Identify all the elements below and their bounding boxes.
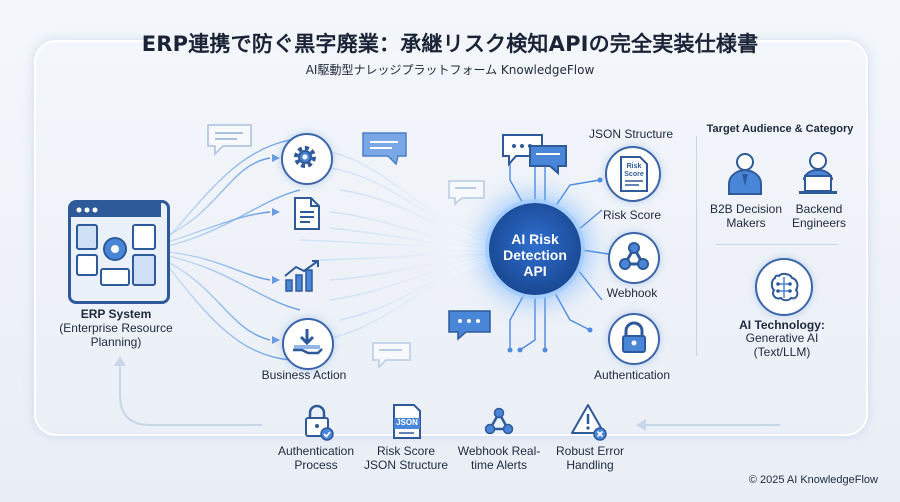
audience-b2b: B2B Decision Makers bbox=[709, 202, 783, 230]
chart-icon bbox=[284, 260, 319, 292]
document-icon bbox=[294, 197, 320, 230]
webhook-label: Webhook bbox=[606, 286, 658, 300]
json-document-icon bbox=[393, 404, 421, 439]
erp-window-icon bbox=[68, 200, 170, 304]
lock-icon bbox=[608, 313, 660, 365]
lock-check-icon bbox=[305, 404, 334, 441]
json-badge-text: JSON bbox=[396, 418, 418, 427]
risk-score-document-icon: Risk Score bbox=[605, 146, 661, 202]
core-line-1: AI Risk bbox=[511, 231, 559, 247]
bottom-error-label: Robust Error Handling bbox=[555, 444, 625, 472]
webhook-icon bbox=[484, 407, 514, 435]
page-subtitle: AI駆動型ナレッジプラットフォーム KnowledgeFlow bbox=[305, 63, 595, 77]
chat-bubble-icon bbox=[362, 132, 407, 166]
chat-bubble-icon bbox=[448, 180, 485, 206]
erp-title: ERP System bbox=[80, 307, 152, 321]
hand-arrow-icon bbox=[282, 318, 334, 370]
panel-divider-vertical bbox=[696, 136, 697, 356]
bottom-webhook-label: Webhook Real-time Alerts bbox=[457, 444, 541, 472]
core-line-3: API bbox=[523, 263, 547, 279]
warning-icon bbox=[571, 404, 607, 441]
json-structure-label: JSON Structure bbox=[588, 127, 674, 141]
ai-tech-value: Generative AI (Text/LLM) bbox=[745, 331, 819, 359]
person-icon bbox=[728, 153, 762, 195]
ai-risk-detection-core: AI Risk Detection API bbox=[489, 203, 581, 295]
authentication-label: Authentication bbox=[593, 368, 671, 382]
webhook-icon bbox=[608, 232, 660, 284]
audience-heading: Target Audience & Category bbox=[706, 123, 854, 135]
frame-gap-top bbox=[150, 30, 750, 50]
page-title: ERP連携で防ぐ黒字廃業：承継リスク検知APIの完全実装仕様書 bbox=[141, 32, 759, 56]
bottom-json-label: Risk Score JSON Structure bbox=[363, 444, 449, 472]
ai-tech-heading: AI Technology: bbox=[739, 318, 825, 332]
risk-score-label: Risk Score bbox=[602, 208, 661, 222]
core-line-2: Detection bbox=[503, 247, 567, 263]
business-action-label: Business Action bbox=[261, 368, 347, 382]
chat-bubble-icon bbox=[372, 342, 411, 369]
laptop-icon bbox=[799, 152, 837, 194]
chat-bubble-icon bbox=[502, 134, 567, 176]
bottom-auth-label: Authentication Process bbox=[277, 444, 355, 472]
audience-backend: Backend Engineers bbox=[791, 202, 847, 230]
risk-score-doc-text: Risk Score bbox=[624, 163, 644, 178]
brain-icon bbox=[755, 258, 813, 316]
erp-subtitle: (Enterprise Resource Planning) bbox=[59, 321, 173, 349]
gear-icon bbox=[281, 133, 333, 185]
chat-bubble-icon bbox=[207, 124, 252, 156]
copyright: © 2025 AI KnowledgeFlow bbox=[748, 474, 878, 486]
chat-bubble-icon bbox=[448, 310, 491, 341]
panel-divider-horizontal bbox=[716, 244, 838, 245]
